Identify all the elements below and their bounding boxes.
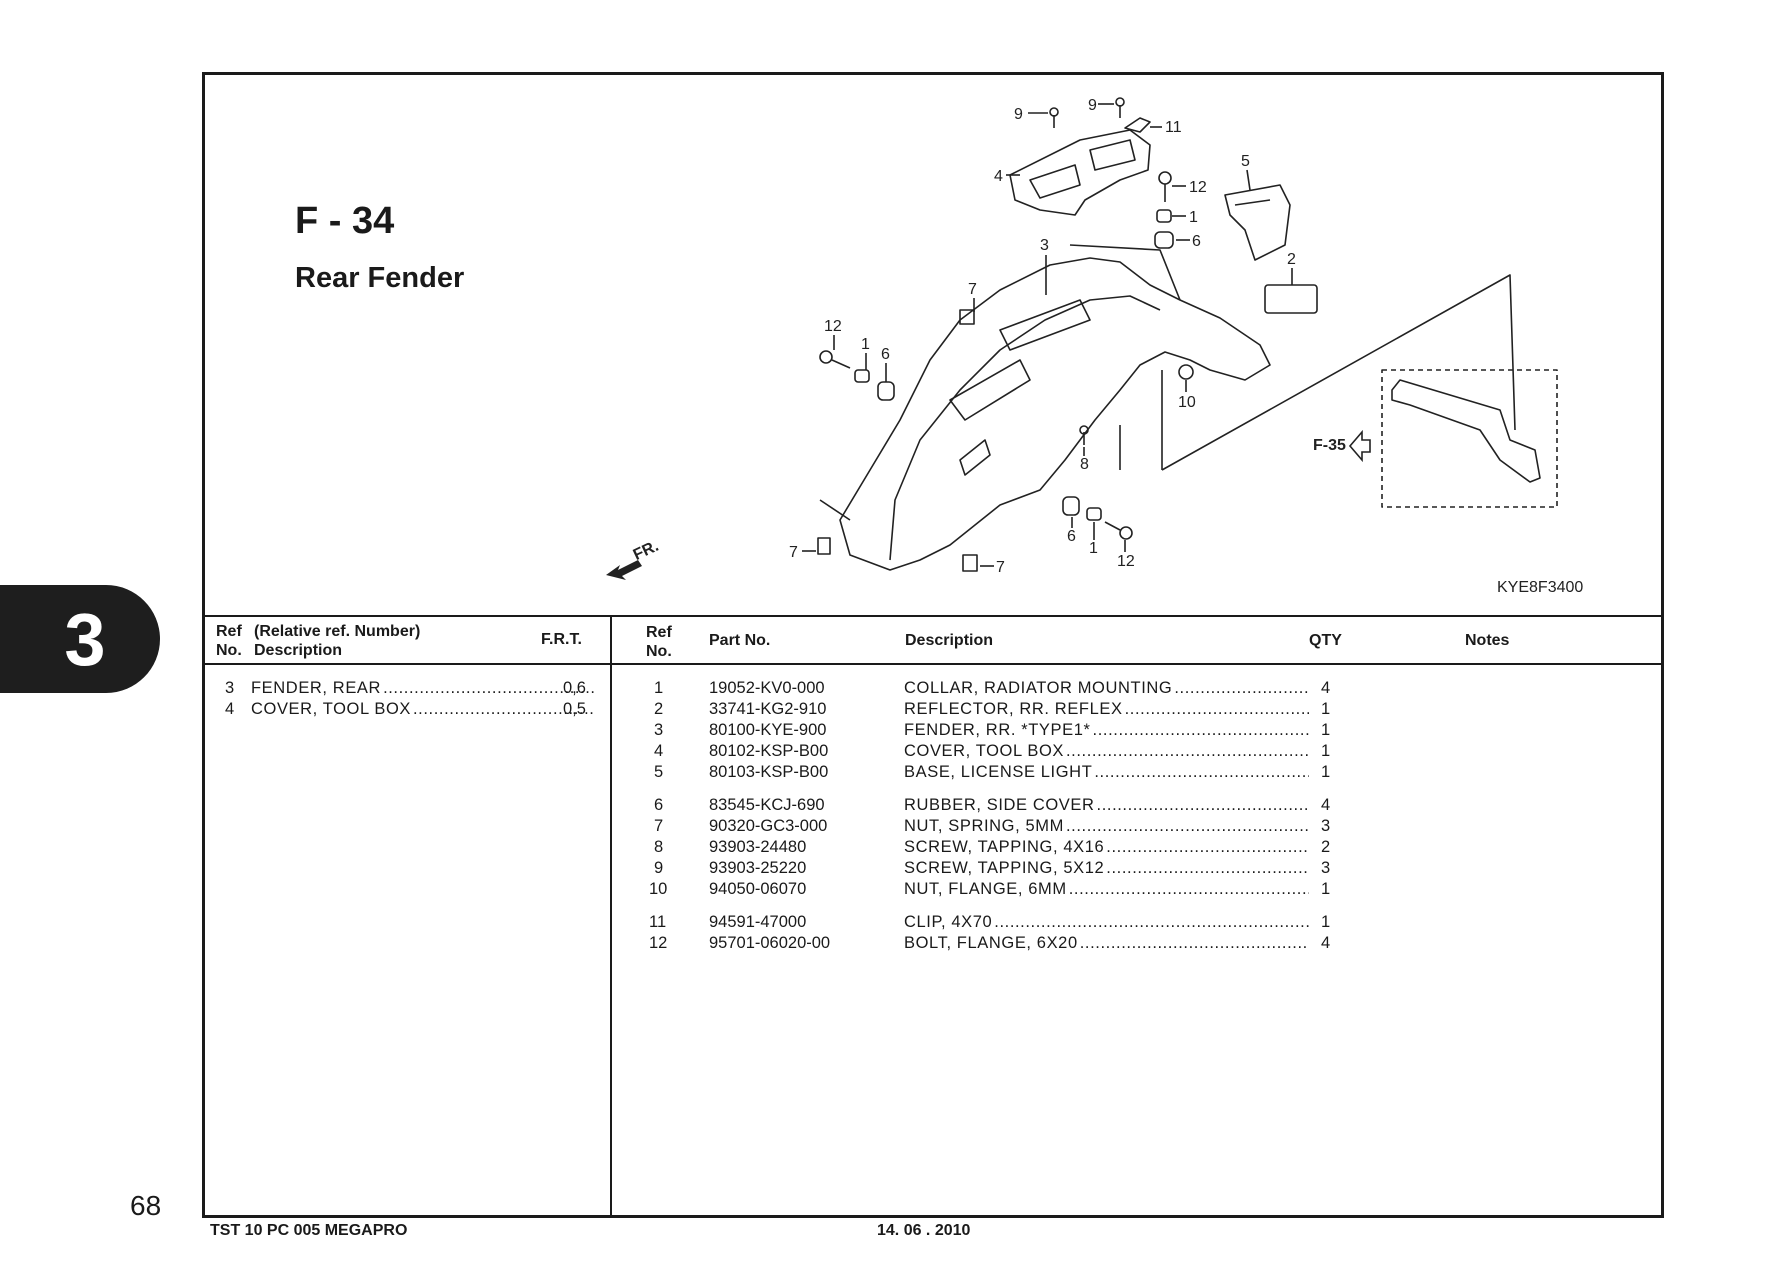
spring-nut-lower xyxy=(962,554,978,572)
right-header-part-no: Part No. xyxy=(709,632,771,649)
page-number: 68 xyxy=(130,1190,162,1221)
callout: 10 xyxy=(1178,394,1196,411)
callout: 4 xyxy=(994,168,1003,185)
rubber-right xyxy=(1062,496,1080,516)
table-row: 4 80102-KSP-B00 COVER, TOOL BOX.........… xyxy=(654,742,1331,760)
callout: 9 xyxy=(1014,106,1023,123)
screw-9b xyxy=(1115,97,1125,118)
callout: 6 xyxy=(881,346,890,363)
callout: 6 xyxy=(1192,233,1201,250)
front-arrow-icon xyxy=(606,560,642,580)
spring-nut-upper xyxy=(959,309,975,325)
table-row: 10 94050-06070 NUT, FLANGE, 6MM.........… xyxy=(649,880,1331,898)
table-row: 5 80103-KSP-B00 BASE, LICENSE LIGHT.....… xyxy=(654,763,1331,781)
callout: 1 xyxy=(1189,209,1198,226)
table-row: 4 COVER, TOOL BOX.......................… xyxy=(225,700,596,718)
callout: 6 xyxy=(1067,528,1076,545)
bolt-right xyxy=(1104,521,1133,540)
callout: 12 xyxy=(824,318,842,335)
tool-box-cover-part xyxy=(1009,129,1151,216)
left-header-ref: Ref No. xyxy=(216,623,242,659)
f35-arrow-icon xyxy=(1348,429,1371,463)
table-header-rule xyxy=(204,663,1662,665)
right-header-ref: Ref No. xyxy=(646,624,672,660)
callout: 7 xyxy=(789,544,798,561)
collar-left xyxy=(854,369,870,383)
flange-nut-10 xyxy=(1178,364,1194,380)
right-header-qty: QTY xyxy=(1309,632,1342,649)
collar-right xyxy=(1086,507,1102,521)
table-row: 11 94591-47000 CLIP, 4X70...............… xyxy=(649,913,1331,931)
bolt-left xyxy=(819,350,851,369)
figure-title: Rear Fender xyxy=(295,262,465,294)
callout: 5 xyxy=(1241,153,1250,170)
callout: 1 xyxy=(1089,540,1098,557)
rubber-top xyxy=(1154,231,1174,249)
callout: 7 xyxy=(996,559,1005,576)
screw-9a xyxy=(1049,107,1059,128)
table-top-rule xyxy=(204,615,1662,617)
clip-11 xyxy=(1124,117,1151,133)
bolt-top xyxy=(1158,171,1172,202)
callout: 12 xyxy=(1117,553,1135,570)
table-row: 12 95701-06020-00 BOLT, FLANGE, 6X20....… xyxy=(649,934,1331,952)
table-row: 6 83545-KCJ-690 RUBBER, SIDE COVER......… xyxy=(654,796,1331,814)
callout: 3 xyxy=(1040,237,1049,254)
left-header-description: (Relative ref. Number) Description xyxy=(254,623,421,659)
front-label: FR. xyxy=(631,538,662,564)
callout: 7 xyxy=(968,281,977,298)
callout: 8 xyxy=(1080,456,1089,473)
collar-top xyxy=(1156,209,1172,223)
screw-8 xyxy=(1079,425,1089,445)
footer-date: 14. 06 . 2010 xyxy=(877,1222,971,1239)
right-header-description: Description xyxy=(905,632,994,649)
rubber-left xyxy=(877,381,895,401)
right-header-notes: Notes xyxy=(1465,632,1510,649)
spring-nut-lower-left xyxy=(817,537,831,555)
rear-fender-part xyxy=(839,257,1271,571)
table-divider xyxy=(610,615,612,1216)
table-row: 9 93903-25220 SCREW, TAPPING, 5X12......… xyxy=(654,859,1331,877)
figure-code: F - 34 xyxy=(295,200,395,242)
table-row: 8 93903-24480 SCREW, TAPPING, 4X16......… xyxy=(654,838,1331,856)
table-row: 3 80100-KYE-900 FENDER, RR. *TYPE1*.....… xyxy=(654,721,1331,739)
left-header-frt: F.R.T. xyxy=(541,631,582,648)
table-row: 1 19052-KV0-000 COLLAR, RADIATOR MOUNTIN… xyxy=(654,679,1331,697)
callout: 1 xyxy=(861,336,870,353)
table-row: 2 33741-KG2-910 REFLECTOR, RR. REFLEX...… xyxy=(654,700,1331,718)
license-light-base-part xyxy=(1224,184,1291,261)
page-frame xyxy=(202,72,1664,1218)
table-row: 7 90320-GC3-000 NUT, SPRING, 5MM........… xyxy=(654,817,1331,835)
callout: 2 xyxy=(1287,251,1296,268)
cross-reference-label: F-35 xyxy=(1313,437,1346,454)
table-row: 3 FENDER, REAR..........................… xyxy=(225,679,596,697)
exploded-parts-diagram: FR. 9 9 11 4 5 12 1 6 3 2 7 12 1 6 10 8 … xyxy=(606,97,1583,596)
footer-model: TST 10 PC 005 MEGAPRO xyxy=(210,1222,408,1239)
diagram-code: KYE8F3400 xyxy=(1497,579,1583,596)
callout: 12 xyxy=(1189,179,1207,196)
callout: 11 xyxy=(1165,119,1182,136)
reflector-part xyxy=(1264,284,1318,314)
callout: 9 xyxy=(1088,97,1097,114)
chapter-tab: 3 xyxy=(0,585,160,693)
